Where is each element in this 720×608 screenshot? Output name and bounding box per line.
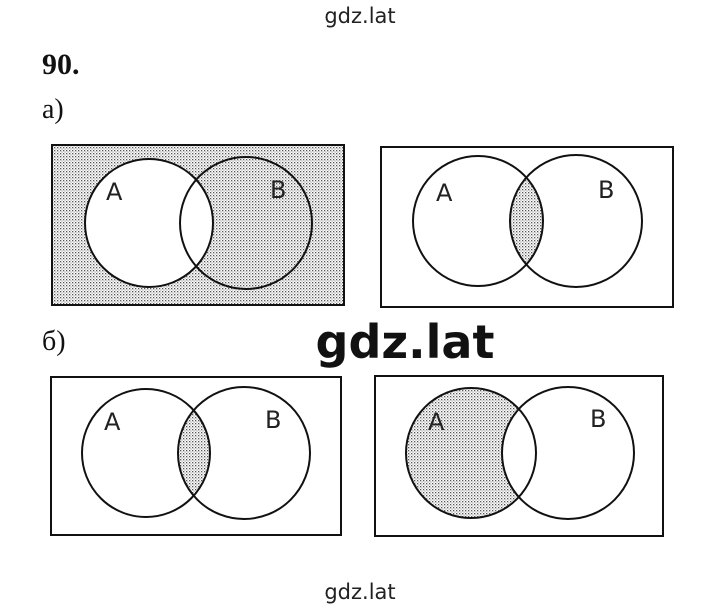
set-b-label: B — [265, 406, 281, 434]
watermark-top: gdz.lat — [324, 4, 396, 28]
problem-number: 90. — [42, 48, 80, 81]
set-a-circle — [412, 155, 544, 287]
set-b-circle — [179, 156, 313, 290]
universe-frame — [380, 146, 674, 308]
watermark-center: gdz.lat — [300, 312, 510, 372]
watermark-bottom: gdz.lat — [324, 580, 396, 604]
intersection-shading — [178, 389, 210, 517]
set-b-label: B — [598, 176, 614, 204]
set-a-label: A — [428, 408, 445, 436]
set-a-label: A — [436, 179, 453, 207]
set-a-circle — [405, 387, 537, 519]
set-a-label: A — [104, 408, 121, 436]
universe-frame — [374, 375, 664, 537]
difference-shading — [406, 388, 536, 518]
set-a-label: A — [106, 178, 123, 206]
part-label-b: б) — [42, 326, 66, 357]
set-b-circle — [509, 154, 643, 288]
set-b-circle — [177, 386, 311, 520]
set-b-circle — [501, 386, 635, 520]
set-b-label: B — [590, 405, 606, 433]
universe-frame — [51, 144, 345, 306]
universe-frame — [50, 376, 342, 536]
set-a-unshaded-fill — [85, 159, 213, 287]
intersection-shading — [510, 156, 543, 286]
set-a-circle — [84, 158, 214, 288]
part-label-a: а) — [42, 94, 64, 125]
set-b-label: B — [270, 176, 286, 204]
set-a-circle — [81, 388, 211, 518]
